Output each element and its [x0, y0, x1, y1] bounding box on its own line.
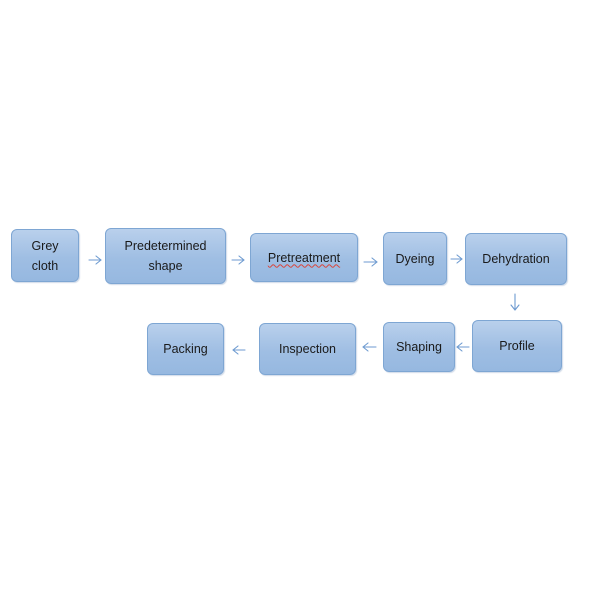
node-packing-label: Packing — [163, 342, 208, 356]
node-dyeing-label: Dyeing — [395, 251, 435, 266]
node-predetermined-shape: Predetermined shape — [105, 228, 226, 284]
arrow-grey-cloth-to-predetermined-shape-icon — [88, 255, 102, 265]
node-grey-cloth-label: Grey cloth — [31, 238, 59, 273]
node-packing: Packing — [147, 323, 224, 375]
arrow-inspection-to-packing-icon — [232, 345, 246, 355]
node-dyeing: Dyeing — [383, 232, 447, 285]
arrow-dyeing-to-dehydration-icon — [450, 254, 463, 264]
node-predetermined-shape-label: Predetermined shape — [124, 239, 207, 273]
node-pretreatment: Pretreatment — [250, 233, 358, 282]
node-dehydration-label: Dehydration — [482, 252, 550, 266]
node-shaping-label: Shaping — [396, 340, 442, 354]
arrow-predetermined-shape-to-pretreatment-icon — [231, 255, 245, 265]
arrow-shaping-to-inspection-icon — [362, 342, 377, 352]
arrow-dehydration-to-profile-icon — [510, 293, 520, 311]
arrow-profile-to-shaping-icon — [456, 342, 470, 352]
node-profile-label: Profile — [499, 339, 535, 353]
arrow-pretreatment-to-dyeing-icon — [363, 257, 378, 267]
node-inspection: Inspection — [259, 323, 356, 375]
node-pretreatment-label: Pretreatment — [267, 250, 341, 265]
node-profile: Profile — [472, 320, 562, 372]
node-shaping: Shaping — [383, 322, 455, 372]
node-grey-cloth: Grey cloth — [11, 229, 79, 282]
node-dehydration: Dehydration — [465, 233, 567, 285]
node-inspection-label: Inspection — [279, 342, 336, 356]
